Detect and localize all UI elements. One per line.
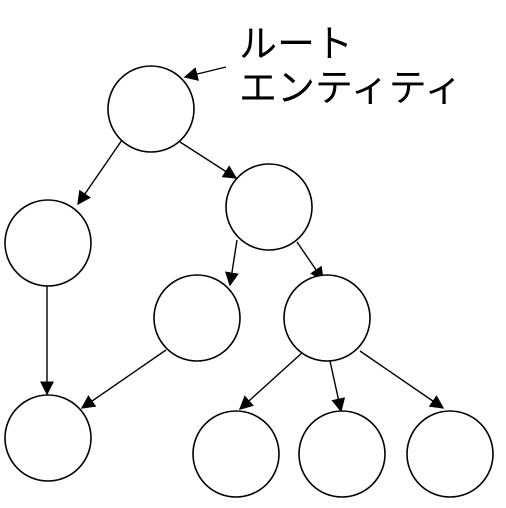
edge-right-right-bottom-a [238, 351, 304, 410]
node-bottom-c [406, 410, 494, 498]
root-label-arrow [183, 66, 227, 81]
edge-root-left [77, 139, 123, 206]
node-bottom-left [4, 394, 92, 482]
edge-right-right-bottom-b [329, 360, 346, 413]
edge-right-left-bottom-left [80, 349, 167, 409]
node-right-left [153, 274, 241, 362]
node-bottom-a [192, 410, 280, 498]
edge-right-right-bottom-c [359, 350, 445, 409]
node-left [4, 199, 92, 287]
root-label-line2: エンティティ [239, 66, 462, 110]
root-label-line1: ルート [239, 22, 353, 66]
edge-right-right-right [296, 241, 324, 282]
node-bottom-b [298, 410, 386, 498]
node-right-right [283, 274, 371, 362]
edge-right-right-left [225, 239, 239, 287]
node-right [225, 163, 313, 251]
node-root [107, 65, 195, 153]
edge-root-right [179, 141, 238, 179]
